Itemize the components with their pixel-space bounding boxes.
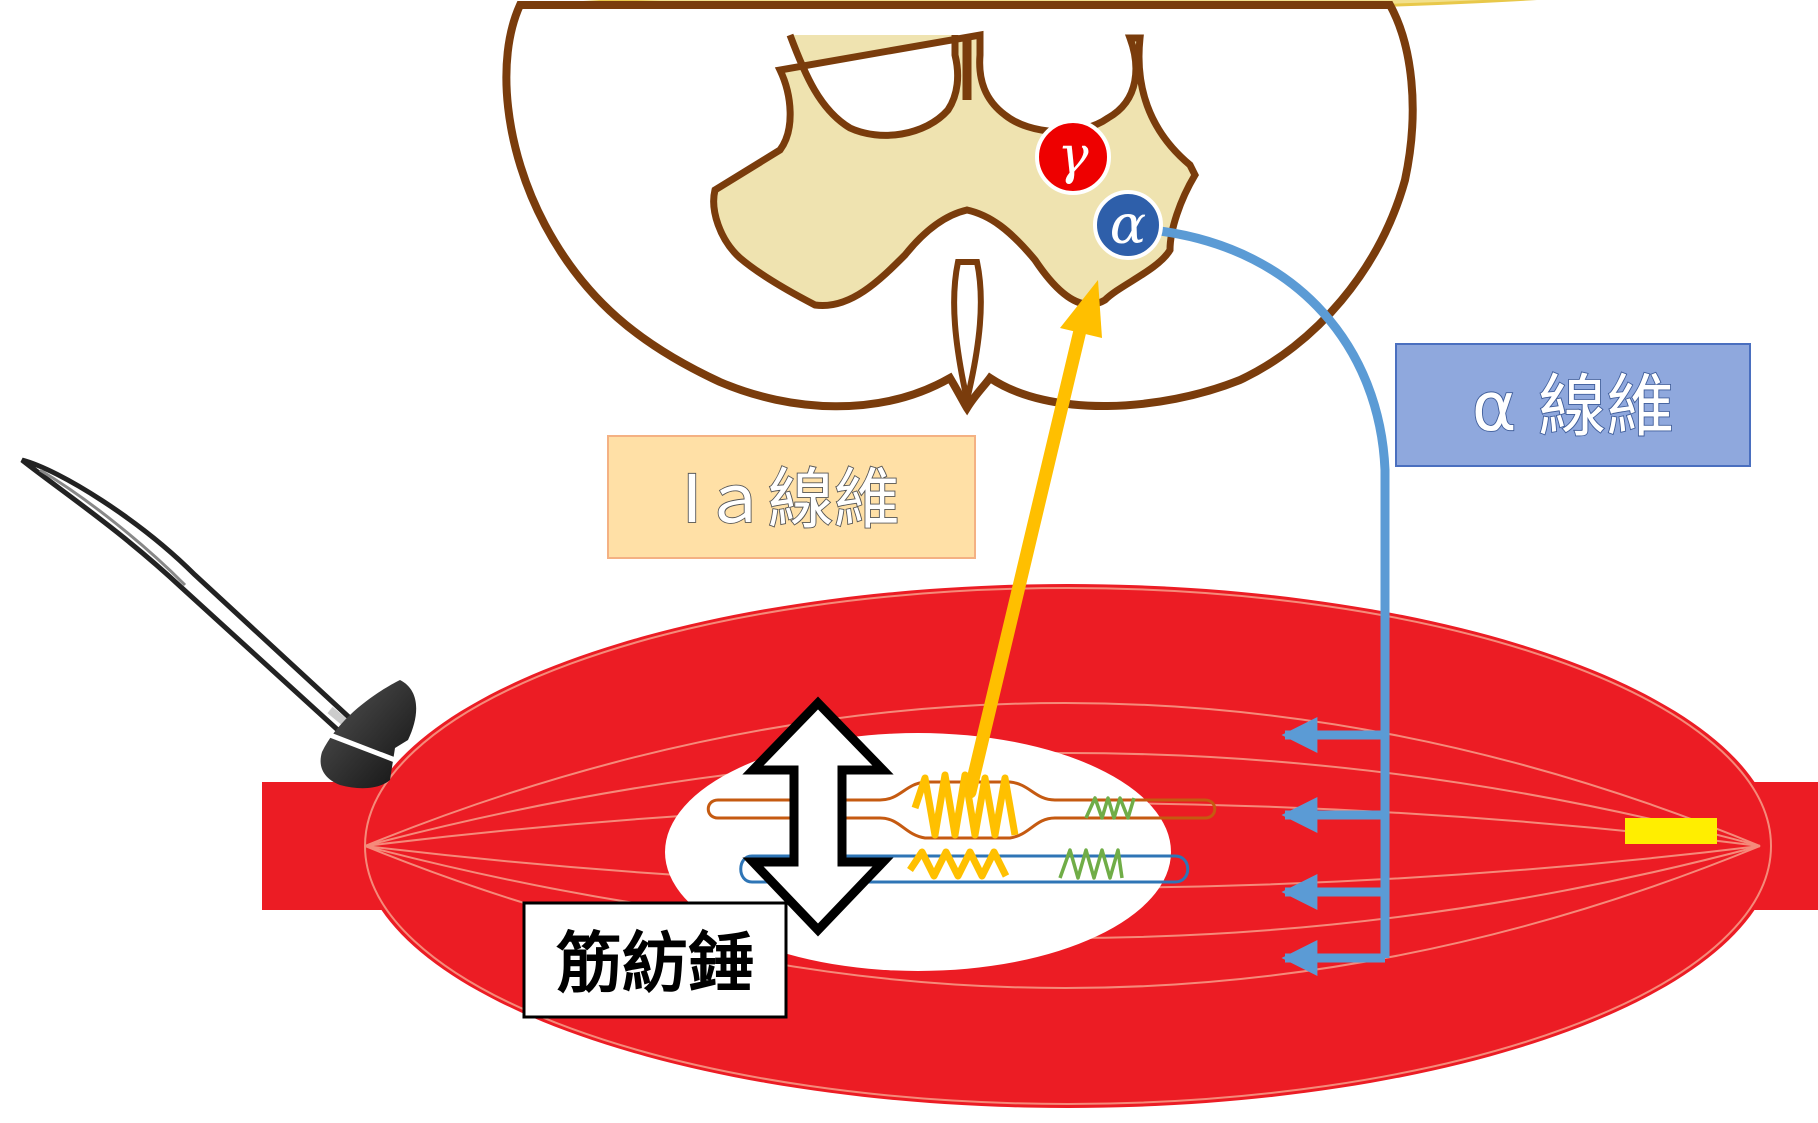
gamma-motor-neuron: γ [1035, 119, 1111, 195]
alpha-neuron-body [1093, 190, 1163, 260]
alpha-fiber [1159, 226, 1390, 976]
alpha-motor-neuron: α [1093, 190, 1163, 260]
alpha-fiber-label: α 線維 [1472, 368, 1674, 447]
alpha-fiber-label-box: α 線維 [1395, 343, 1751, 467]
alpha-fiber-main [1159, 226, 1390, 958]
gamma-motor-coil-lower [1058, 848, 1124, 880]
gamma-neuron-body [1035, 119, 1111, 195]
reflex-hammer-icon [20, 457, 417, 789]
muscle-spindle-label-box: 筋紡錘 [522, 901, 788, 1019]
ia-fiber-arrowhead [1060, 280, 1102, 338]
ia-sensory-coil-upper [911, 771, 1019, 839]
tendon-marker [1625, 818, 1717, 844]
reflex-hammer-band [329, 732, 396, 763]
ia-fiber-line [963, 311, 1090, 799]
gamma-motor-coil-upper [1084, 796, 1136, 820]
gamma-neuron-label: γ [1057, 126, 1089, 186]
intrafusal-fiber-lower [739, 854, 1190, 884]
reflex-hammer-handle-shine [39, 468, 187, 587]
ia-fiber-label: Ⅰａ線維 [682, 461, 899, 538]
ia-sensory-coil-lower [907, 848, 1010, 880]
ia-fiber-label-box: Ⅰａ線維 [607, 435, 976, 559]
muscle-spindle-label: 筋紡錘 [556, 925, 754, 1002]
alpha-neuron-label: α [1110, 193, 1146, 256]
reflex-hammer-handle [20, 457, 356, 736]
double-headed-arrow-icon [742, 696, 894, 937]
ventral-median-fissure [951, 259, 984, 401]
ia-fiber [963, 280, 1102, 799]
spinal-cord [502, 0, 1537, 416]
